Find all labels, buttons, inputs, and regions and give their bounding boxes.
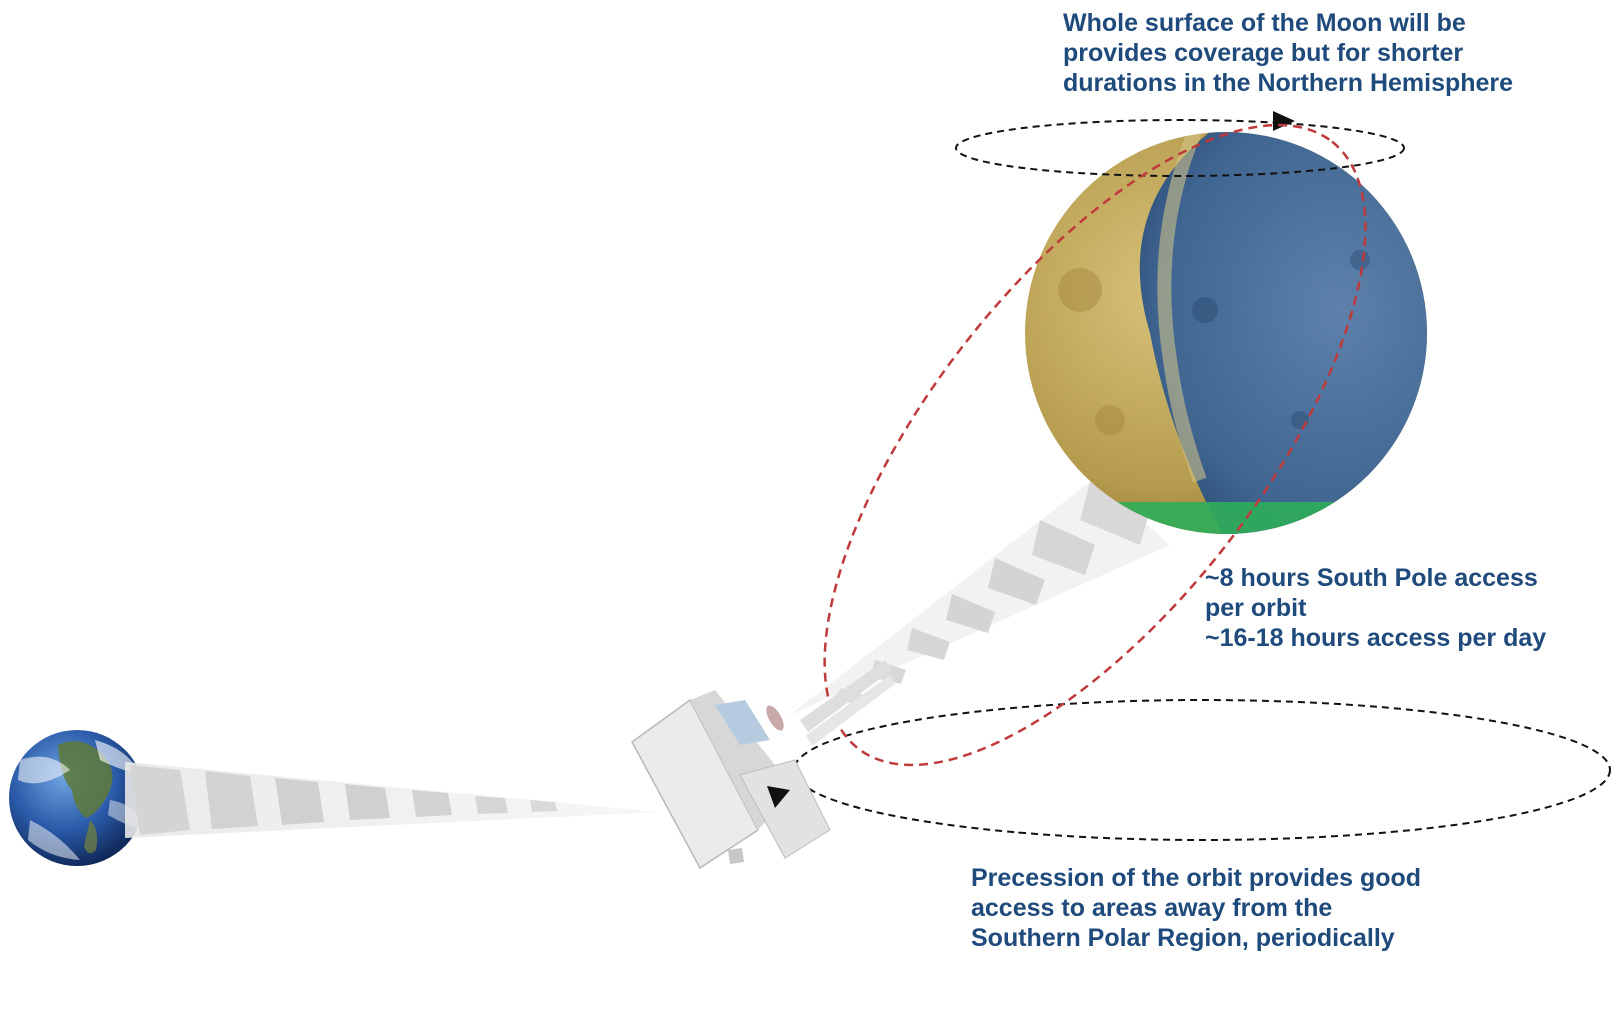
north-coverage-line-2: provides coverage but for shorter bbox=[1063, 38, 1513, 68]
north-coverage-line-1: Whole surface of the Moon will be bbox=[1063, 8, 1513, 38]
moon-beam-icon bbox=[790, 478, 1170, 715]
orbit-arrow-icon bbox=[1273, 111, 1295, 131]
moon-icon bbox=[1000, 120, 1500, 542]
comm-beam-icon bbox=[125, 762, 660, 838]
earth-icon bbox=[9, 730, 145, 866]
precession-line-1: Precession of the orbit provides good bbox=[971, 863, 1421, 893]
north-coverage-line-3: durations in the Northern Hemisphere bbox=[1063, 68, 1513, 98]
south-pole-access-line-2: per orbit bbox=[1205, 593, 1546, 623]
south-pole-access-line-1: ~8 hours South Pole access bbox=[1205, 563, 1546, 593]
precession-line-3: Southern Polar Region, periodically bbox=[971, 923, 1421, 953]
precession-line-2: access to areas away from the bbox=[971, 893, 1421, 923]
south-pole-access-label: ~8 hours South Pole access per orbit ~16… bbox=[1205, 563, 1546, 653]
precession-orbit bbox=[794, 700, 1610, 840]
south-pole-access-line-3: ~16-18 hours access per day bbox=[1205, 623, 1546, 653]
precession-label: Precession of the orbit provides good ac… bbox=[971, 863, 1421, 953]
north-coverage-label: Whole surface of the Moon will be provid… bbox=[1063, 8, 1513, 98]
satellite-icon bbox=[632, 660, 895, 868]
